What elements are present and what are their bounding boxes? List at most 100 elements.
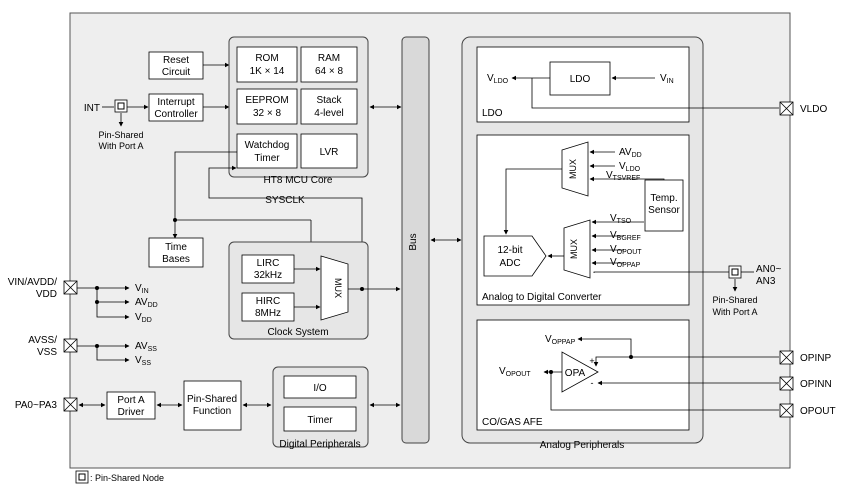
rom-label-2: 1K × 14 <box>250 66 285 77</box>
reset-circuit-label-2: Circuit <box>162 67 191 78</box>
int-pin-label: INT <box>84 103 100 114</box>
ldo-section-label: LDO <box>482 108 503 119</box>
psf-label-1: Pin-Shared <box>187 394 237 405</box>
clock-system-label: Clock System <box>267 327 328 338</box>
adc-mux-top-shape <box>561 141 589 197</box>
vldo-pin-label: VLDO <box>800 104 827 115</box>
ram-label-1: RAM <box>318 53 340 64</box>
io-label: I/O <box>313 383 327 394</box>
reset-circuit-block: Reset Circuit <box>148 51 204 80</box>
interrupt-label-2: Controller <box>154 109 198 120</box>
vldo-pin-x-icon <box>779 101 794 116</box>
vin-avdd-vdd-pin-label-2: VDD <box>36 289 57 300</box>
vldo-signal-sub: LDO <box>494 78 509 85</box>
vin-pin-x-icon <box>63 280 78 295</box>
temp-sensor-label-1: Temp. <box>650 193 677 204</box>
svg-text:VOPOUT: VOPOUT <box>499 366 531 378</box>
pa-pin-label: PA0~PA3 <box>15 400 58 411</box>
an-pin-shared-node-icon <box>728 265 742 279</box>
digital-peripherals-group: I/O Timer Digital Peripherals <box>272 366 369 450</box>
vldo-signal: V <box>487 73 494 84</box>
vbgref-signal: V <box>610 230 617 241</box>
afe-section-label: CO/GAS AFE <box>482 417 543 428</box>
opinp-pin-x-icon <box>779 350 794 365</box>
svg-text:AVDD: AVDD <box>619 147 642 159</box>
lvr-label: LVR <box>320 147 339 158</box>
vtsvref-signal: V <box>606 170 613 181</box>
interrupt-controller-block: Interrupt Controller <box>148 93 204 122</box>
eeprom-label-1: EEPROM <box>245 95 288 106</box>
svg-text:VOPPAP: VOPPAP <box>545 334 576 346</box>
vin-signal: V <box>135 283 142 294</box>
temp-sensor-label-2: Sensor <box>648 205 680 216</box>
adc-section: MUX Temp. Sensor MUX 12-bit ADC Analog t… <box>476 134 690 306</box>
voppap-mux-signal-sub: OPPAP <box>617 262 641 269</box>
adc-mux-top-label: MUX <box>568 159 578 179</box>
clock-mux-shape <box>320 255 349 321</box>
svg-text:VLDO: VLDO <box>487 73 509 85</box>
vin-avdd-vdd-pin-label-1: VIN/AVDD/ <box>8 277 57 288</box>
svg-text:VSS: VSS <box>135 355 151 367</box>
vtso-signal-sub: TSO <box>617 218 632 225</box>
analog-peripherals-label: Analog Peripherals <box>540 440 625 451</box>
an-pin-label-2: AN3 <box>756 276 776 287</box>
mux-vldo-signal: V <box>619 161 626 172</box>
svg-text:VOPOUT: VOPOUT <box>610 244 642 256</box>
reset-circuit-label-1: Reset <box>163 55 189 66</box>
clock-mux-label: MUX <box>333 278 343 298</box>
ldo-vin-signal-sub: IN <box>667 78 674 85</box>
opinn-pin-x-icon <box>779 376 794 391</box>
time-bases-block: Time Bases <box>148 237 204 268</box>
stack-label-1: Stack <box>316 95 342 106</box>
avss-pin-x-icon <box>63 338 78 353</box>
avss-signal: AV <box>135 341 148 352</box>
voppap-mux-signal: V <box>610 257 617 268</box>
vdd-signal-sub: DD <box>142 317 152 324</box>
svg-text:VOPPAP: VOPPAP <box>610 257 641 269</box>
eeprom-label-2: 32 × 8 <box>253 108 282 119</box>
vin-signal-sub: IN <box>142 288 149 295</box>
legend-pin-shared-node-icon <box>75 470 89 484</box>
adc-section-label: Analog to Digital Converter <box>482 292 602 303</box>
vopout-afe-signal-sub: OPOUT <box>506 371 532 378</box>
bus-label: Bus <box>408 233 419 250</box>
legend: : Pin-Shared Node <box>75 470 164 484</box>
lirc-label-1: LIRC <box>257 258 280 269</box>
stack-label-2: 4-level <box>314 108 343 119</box>
vopout-mux-signal-sub: OPOUT <box>617 249 643 256</box>
opinp-pin-label: OPINP <box>800 353 831 364</box>
time-bases-label-2: Bases <box>162 254 190 265</box>
avdd-signal: AV <box>135 297 148 308</box>
avss-signal-sub: SS <box>148 346 158 353</box>
adc-label-1: 12-bit <box>497 245 522 256</box>
avdd-signal-sub: DD <box>148 302 158 309</box>
digital-peripherals-label: Digital Peripherals <box>279 439 360 450</box>
port-a-driver-label-2: Driver <box>118 407 145 418</box>
ldo-vin-signal: V <box>660 73 667 84</box>
vopout-afe-signal: V <box>499 366 506 377</box>
opa-label: OPA <box>565 368 586 379</box>
voppap-afe-signal-sub: OPPAP <box>552 339 576 346</box>
rom-label-1: ROM <box>255 53 278 64</box>
opout-pin-label: OPOUT <box>800 406 836 417</box>
vss-signal-sub: SS <box>142 360 152 367</box>
vdd-signal: V <box>135 312 142 323</box>
svg-text:-: - <box>591 378 594 388</box>
pa-pin-x-icon <box>63 397 78 412</box>
svg-text:+: + <box>589 356 594 366</box>
opinn-pin-label: OPINN <box>800 379 832 390</box>
svg-text:VTSO: VTSO <box>610 213 632 225</box>
svg-text:AVDD: AVDD <box>135 297 158 309</box>
ldo-section: LDO LDO <box>476 46 690 123</box>
svg-text:VDD: VDD <box>135 312 152 324</box>
mux-vldo-signal-sub: LDO <box>626 166 641 173</box>
watchdog-label-2: Timer <box>254 153 280 164</box>
pin-shared-function-block: Pin-Shared Function <box>183 380 242 431</box>
svg-text:VBGREF: VBGREF <box>610 230 641 242</box>
port-a-driver-label-1: Port A <box>117 395 145 406</box>
ldo-block-label: LDO <box>570 74 591 85</box>
vopout-mux-signal: V <box>610 244 617 255</box>
bus-block: Bus <box>401 36 430 444</box>
vtsvref-signal-sub: TSVREF <box>613 175 641 182</box>
